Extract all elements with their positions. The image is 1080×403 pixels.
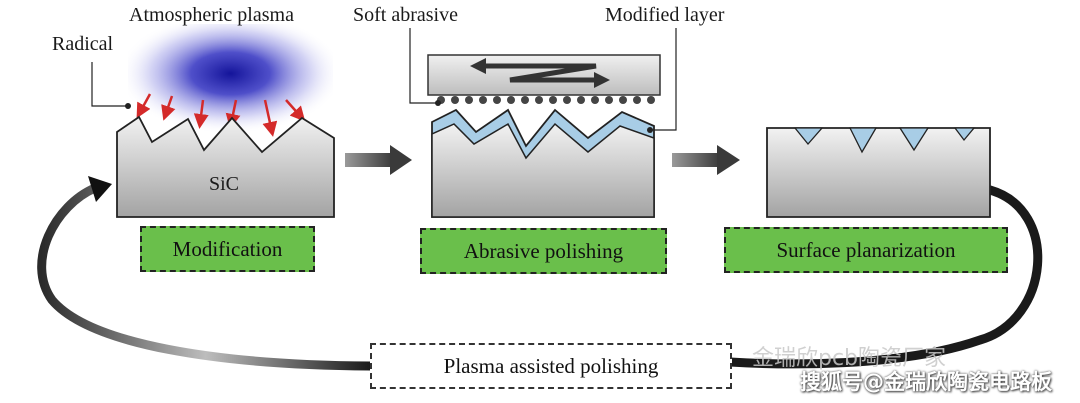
step-surface-planarization: Surface planarization (724, 227, 1008, 273)
radical-leader (91, 62, 127, 107)
abrasive-grains (437, 96, 655, 104)
modified-layer-leader (650, 28, 677, 131)
cycle-label-box: Plasma assisted polishing (370, 343, 732, 389)
residual-modified-layer (793, 127, 976, 154)
process-arrow-1 (345, 145, 412, 175)
oscillation-arrow (478, 63, 600, 83)
sic-substrate-planarized (766, 127, 991, 218)
sic-label: SiC (209, 173, 240, 195)
radical-dot (125, 103, 131, 109)
abrasive-leader (409, 28, 437, 104)
step-abrasive-polishing: Abrasive polishing (420, 228, 667, 274)
watermark-line-2: 搜狐号@金瑞欣陶瓷电路板 (800, 370, 1052, 394)
modified-layer-label: Modified layer (605, 4, 725, 26)
process-arrow-2 (672, 145, 740, 175)
soft-abrasive-label: Soft abrasive (353, 4, 458, 26)
sic-substrate-polishing (431, 122, 655, 218)
sic-substrate-rough (116, 115, 335, 218)
atmospheric-plasma-label: Atmospheric plasma (129, 4, 294, 26)
step-modification: Modification (140, 226, 315, 272)
watermark-line-1: 金瑞欣pcb陶瓷厂家 (752, 346, 947, 371)
cycle-arrow (37, 176, 1043, 371)
radical-label: Radical (52, 33, 114, 55)
